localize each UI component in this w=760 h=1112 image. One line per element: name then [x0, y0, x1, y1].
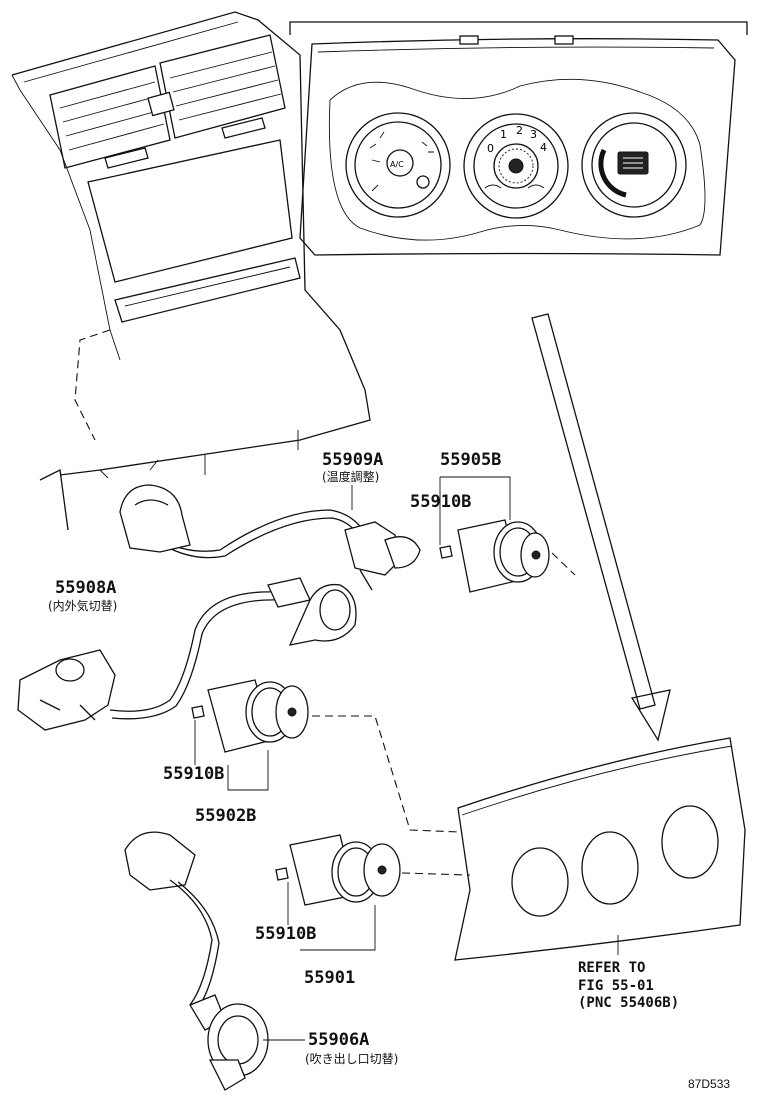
fan-speed-3: 3 — [530, 128, 537, 141]
part-number-55901: 55901 — [304, 968, 356, 988]
fan-speed-4: 4 — [540, 141, 547, 154]
part-number-55910B-mid: 55910B — [163, 764, 225, 784]
bezel-panel — [454, 737, 746, 961]
switch-55901 — [275, 834, 471, 906]
part-note-55909A: (温度調整) — [322, 470, 380, 484]
leader-lines — [194, 476, 619, 1041]
control-panel-top: A/C 0 1 2 3 4 — [299, 35, 736, 256]
dashboard-outline — [11, 11, 371, 531]
ac-label: A/C — [390, 160, 404, 169]
reference-note: REFER TO FIG 55-01 (PNC 55406B) — [578, 960, 679, 1013]
part-number-55906A: 55906A — [308, 1030, 370, 1050]
cable-55908A — [17, 577, 357, 731]
part-number-55910B-bot: 55910B — [255, 924, 317, 944]
part-number-55909A: 55909A — [322, 450, 384, 470]
reference-line-1: REFER TO — [578, 960, 646, 976]
part-number-55908A: 55908A — [55, 578, 117, 598]
cable-55906A — [124, 831, 269, 1091]
part-number-55910B-top: 55910B — [410, 492, 472, 512]
part-note-55906A: (吹き出し口切替) — [305, 1052, 399, 1066]
reference-line-3: (PNC 55406B) — [578, 995, 680, 1011]
reference-line-2: FIG 55-01 — [578, 977, 654, 994]
fan-speed-1: 1 — [500, 128, 507, 141]
fan-speed-2: 2 — [516, 124, 523, 137]
switch-55902B — [191, 679, 461, 833]
fan-speed-0: 0 — [487, 142, 494, 155]
diagram-code: 87D533 — [688, 1077, 731, 1091]
part-note-55908A: (内外気切替) — [48, 599, 118, 613]
cable-55909A — [119, 484, 421, 591]
part-number-55905B: 55905B — [440, 450, 502, 470]
switch-55905B — [439, 519, 576, 593]
part-number-55902B: 55902B — [195, 806, 257, 826]
direction-arrow — [531, 313, 671, 742]
